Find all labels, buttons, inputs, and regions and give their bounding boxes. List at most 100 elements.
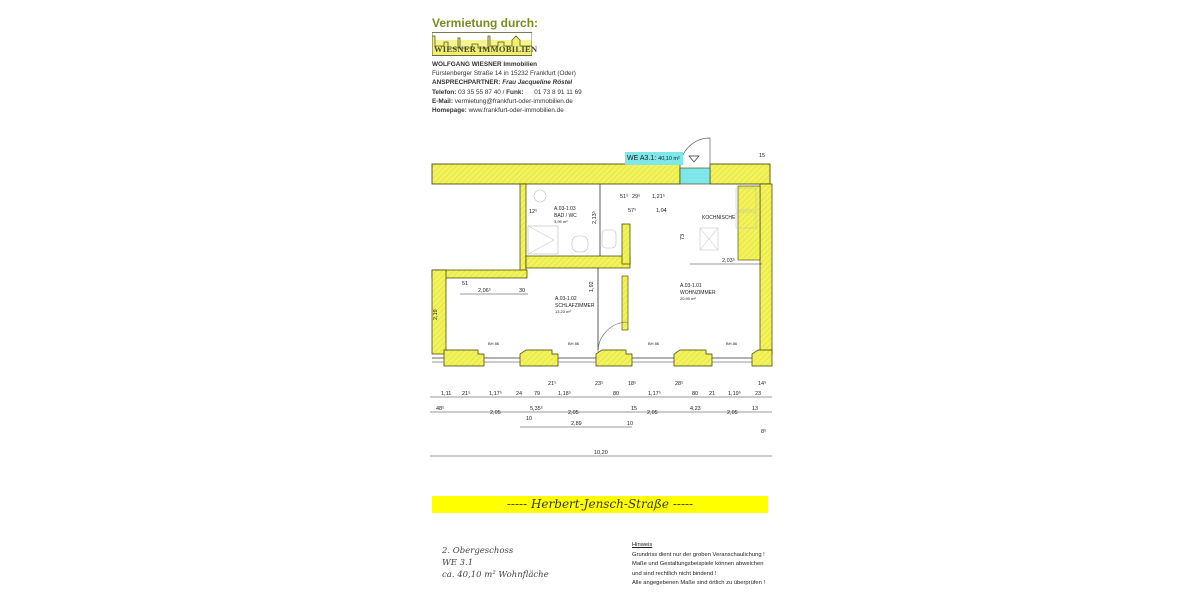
mobile-number: 01 73 8 91 11 69 xyxy=(534,88,582,96)
svg-text:2,06⁵: 2,06⁵ xyxy=(478,287,491,294)
stove-icon xyxy=(735,187,757,211)
svg-text:18⁵: 18⁵ xyxy=(628,380,636,387)
svg-text:2,05: 2,05 xyxy=(727,410,738,416)
unit-badge-area: 40,10 m² xyxy=(658,156,680,162)
room-id-bath: A.03-1.03 xyxy=(554,206,576,212)
svg-text:48⁵: 48⁵ xyxy=(436,405,444,412)
svg-text:1,18⁵: 1,18⁵ xyxy=(558,390,571,397)
dimension-rows xyxy=(430,396,772,457)
room-id-bedroom: A.03-1.02 xyxy=(555,296,577,302)
email-label: E-Mail: xyxy=(432,97,453,105)
logo-text: WIESNER IMMOBILIEN xyxy=(434,44,538,54)
note-line-3: und sind rechtlich nicht bindend ! xyxy=(632,570,717,577)
disclaimer-note: Hinweis Grundriss dient nur der groben V… xyxy=(632,541,765,589)
homepage-label: Homepage: xyxy=(432,107,467,115)
company-address: Fürstenberger Straße 14 in 15232 Frankfu… xyxy=(432,70,576,78)
window-pier-1 xyxy=(443,349,485,367)
bathtub-icon xyxy=(527,225,559,255)
svg-text:1,17⁵: 1,17⁵ xyxy=(648,390,661,397)
agency-logo xyxy=(432,32,532,56)
svg-text:1,21⁵: 1,21⁵ xyxy=(652,193,665,200)
svg-text:12⁵: 12⁵ xyxy=(529,208,537,215)
contact-block: WOLFGANG WIESNER Immobilien Fürstenberge… xyxy=(432,61,582,115)
window-pier-2 xyxy=(519,349,559,367)
toilet-icon xyxy=(601,229,617,249)
svg-text:73: 73 xyxy=(680,234,686,240)
room-name-living: WOHNZIMMER xyxy=(680,290,716,296)
svg-text:10: 10 xyxy=(526,416,532,422)
agency-heading: Vermietung durch: xyxy=(432,16,539,30)
floor-level: 2. Obergeschoss xyxy=(442,546,514,556)
entrance-door-swing xyxy=(679,137,711,169)
svg-text:2,19: 2,19 xyxy=(433,309,439,320)
svg-text:21⁵: 21⁵ xyxy=(548,380,556,387)
svg-text:BH 86: BH 86 xyxy=(488,341,500,346)
room-name-bedroom: SCHLAFZIMMER xyxy=(555,303,595,309)
email-link[interactable]: vermietung@frankfurt-oder-immobilien.de xyxy=(454,97,573,105)
svg-text:23: 23 xyxy=(755,391,761,397)
svg-text:79: 79 xyxy=(534,391,540,397)
svg-text:28⁵: 28⁵ xyxy=(675,380,683,387)
svg-text:4,23: 4,23 xyxy=(690,406,701,412)
unit-badge: WE A3.1: 40,10 m² xyxy=(625,152,683,165)
street-banner: ----- Herbert-Jensch-Straße ----- xyxy=(432,496,768,513)
contact-label: ANSPRECHPARTNER: xyxy=(432,79,501,87)
svg-text:80: 80 xyxy=(613,391,619,397)
svg-text:21⁵: 21⁵ xyxy=(462,390,470,397)
company-name: WOLFGANG WIESNER Immobilien xyxy=(432,61,538,68)
svg-text:5,35⁵: 5,35⁵ xyxy=(530,405,543,412)
room-name-kitchen: KOCHNISCHE xyxy=(702,215,736,221)
phone-number: 03 35 55 87 40 xyxy=(458,88,501,96)
entrance-arrow-icon xyxy=(688,155,700,163)
note-line-2: Maße und Gestaltungsbeispiele können abw… xyxy=(632,561,764,567)
room-area-bedroom: 13,23 m² xyxy=(555,309,571,314)
room-area-bath: 3,95 m² xyxy=(554,219,568,224)
svg-text:51⁵: 51⁵ xyxy=(620,193,628,200)
svg-text:21: 21 xyxy=(709,391,715,397)
svg-text:2,03⁵: 2,03⁵ xyxy=(722,257,735,264)
svg-text:BH 86: BH 86 xyxy=(568,341,580,346)
svg-text:15: 15 xyxy=(631,406,637,412)
svg-text:24: 24 xyxy=(516,391,522,397)
note-line-4: Alle angegebenen Maße sind örtlich zu üb… xyxy=(632,580,766,586)
svg-text:57⁵: 57⁵ xyxy=(628,207,636,214)
kitchen-counter xyxy=(699,227,719,251)
svg-text:1,92: 1,92 xyxy=(589,281,595,292)
contact-person: Frau Jacqueline Röstel xyxy=(502,79,573,87)
wall-top-left xyxy=(431,163,681,185)
entrance-threshold xyxy=(679,167,711,185)
svg-text:10,20: 10,20 xyxy=(594,450,608,456)
svg-text:80: 80 xyxy=(692,391,698,397)
kitchen-sink-icon xyxy=(735,211,757,229)
svg-text:1,19⁵: 1,19⁵ xyxy=(728,390,741,397)
room-area-living: 20,90 m² xyxy=(680,296,696,301)
svg-text:13: 13 xyxy=(752,406,758,412)
floor-info: 2. Obergeschoss WE 3.1 ca. 40,10 m² Wohn… xyxy=(442,545,549,581)
room-name-bath: BAD / WC xyxy=(554,213,577,219)
room-id-living: A.03-1.01 xyxy=(680,283,702,289)
shower-drain-icon xyxy=(533,189,547,203)
svg-text:30: 30 xyxy=(519,288,525,294)
svg-text:1,04: 1,04 xyxy=(656,208,667,214)
living-area: ca. 40,10 m² Wohnfläche xyxy=(442,570,549,580)
svg-text:29⁵: 29⁵ xyxy=(632,193,640,200)
svg-text:1,17⁵: 1,17⁵ xyxy=(489,390,502,397)
unit-badge-label: WE A3.1: xyxy=(627,155,657,162)
window-pier-3 xyxy=(595,349,633,367)
unit-number: WE 3.1 xyxy=(442,558,474,568)
svg-text:2,89: 2,89 xyxy=(571,421,582,427)
homepage-link[interactable]: www.frankfurt-oder-immobilien.de xyxy=(468,107,564,115)
svg-text:14⁵: 14⁵ xyxy=(758,380,766,387)
svg-text:23⁵: 23⁵ xyxy=(595,380,603,387)
svg-text:2,05: 2,05 xyxy=(490,410,501,416)
svg-text:2,05: 2,05 xyxy=(568,410,579,416)
phone-label: Telefon: xyxy=(432,88,457,96)
svg-text:BH 86: BH 86 xyxy=(726,341,738,346)
window-pier-5 xyxy=(751,349,773,367)
mobile-label: Funk: xyxy=(506,88,524,96)
svg-text:BH 86: BH 86 xyxy=(648,341,660,346)
window-pier-4 xyxy=(673,349,713,367)
svg-text:1,11: 1,11 xyxy=(441,391,451,397)
svg-text:8⁵: 8⁵ xyxy=(761,428,766,435)
svg-text:2,13⁵: 2,13⁵ xyxy=(591,211,598,224)
